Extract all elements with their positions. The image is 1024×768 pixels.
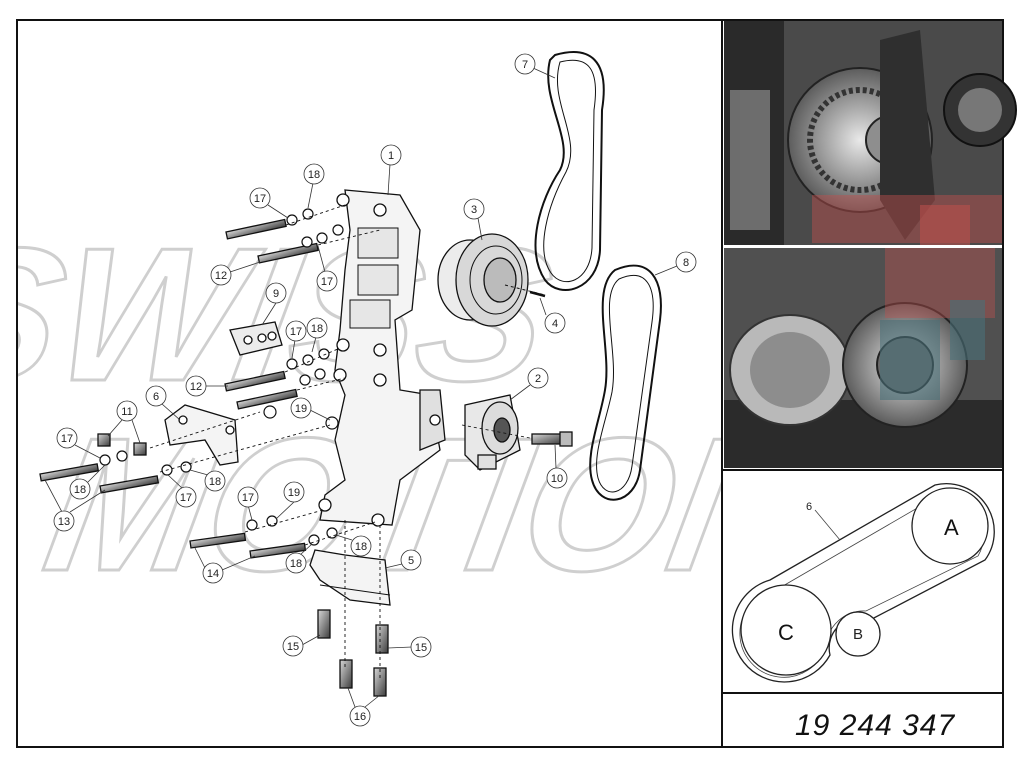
callout-18e: 19 [275,481,305,520]
engine-photo-top [724,21,1017,245]
belt-callout-label: 6 [806,501,812,513]
callout-12a: 12 [210,261,261,286]
svg-text:17: 17 [61,433,73,445]
svg-text:15: 15 [287,641,299,653]
alignment-lines [149,204,381,680]
callout-3: 3 [463,198,485,241]
svg-text:7: 7 [522,59,528,71]
callout-1: 1 [380,144,402,196]
belt-8 [589,264,662,501]
callout-11: 11 [107,400,141,444]
svg-text:2: 2 [535,373,541,385]
svg-text:18: 18 [74,484,86,496]
svg-text:18: 18 [290,558,302,570]
belt-outline [731,483,995,683]
bolts [39,218,389,697]
callout-10: 10 [546,444,568,489]
svg-text:11: 11 [121,406,132,418]
callout-18f: 18 [335,534,372,557]
callout-5: 5 [384,549,422,571]
callout-17a: 17 [249,187,289,219]
callout-9: 9 [261,282,287,326]
callout-4: 4 [539,297,566,334]
svg-text:18: 18 [308,169,320,181]
svg-text:17: 17 [321,276,333,288]
pulley-c-label: C [778,620,794,645]
callout-17c: 17 [285,320,307,359]
callout-18a: 18 [303,163,325,209]
svg-text:16: 16 [354,711,366,723]
pulley-c [740,584,832,676]
callout-17e: 17 [167,474,197,508]
callout-14: 14 [194,547,256,584]
callout-15a: 15 [282,634,321,657]
svg-text:17: 17 [290,326,302,338]
callout-2: 2 [509,367,549,401]
callout-19: 19 [290,397,331,421]
belt-7-inner [543,59,596,283]
callout-15b: 15 [387,636,432,658]
svg-text:10: 10 [551,473,563,485]
svg-text:12: 12 [215,270,227,282]
bracket-9 [229,321,283,356]
pulley-b [835,611,881,657]
callout-12b: 12 [185,375,228,397]
svg-text:18: 18 [311,323,323,335]
callout-17f: 17 [237,486,259,521]
svg-text:13: 13 [58,516,70,528]
svg-text:17: 17 [242,492,254,504]
callout-6: 6 [145,385,181,421]
svg-text:12: 12 [190,381,202,393]
callout-17b: 17 [316,245,338,292]
bracket-5 [309,549,391,606]
svg-text:3: 3 [471,204,477,216]
pulley-b-label: B [853,626,863,643]
pulley-a [911,487,989,565]
callout-18c: 18 [69,464,106,500]
svg-text:8: 8 [683,257,689,269]
svg-text:15: 15 [415,642,427,654]
svg-text:4: 4 [552,318,558,330]
bracket-1 [319,189,441,526]
svg-text:9: 9 [273,288,279,300]
callout-17g: 18 [285,543,313,574]
callout-17d: 17 [56,427,101,459]
belt-routing-diagram: A B C 6 [731,483,995,683]
key-4 [529,290,546,298]
callout-7: 7 [514,53,556,79]
bolt-10 [531,433,563,445]
svg-text:18: 18 [209,476,221,488]
engine-photo-bottom [724,248,1002,468]
belt-8-inner [596,274,654,493]
svg-text:18: 18 [355,541,367,553]
callout-13: 13 [44,479,106,532]
callouts: 1 2 3 4 5 6 7 8 9 10 11 12 12 13 14 15 1… [44,53,697,727]
exploded-view [39,51,662,697]
svg-text:19: 19 [295,403,307,415]
callout-8: 8 [654,251,697,276]
callout-16: 16 [347,687,381,727]
svg-text:17: 17 [180,492,192,504]
svg-text:6: 6 [153,391,159,403]
svg-text:1: 1 [388,150,394,162]
belt-7 [534,51,605,291]
svg-text:14: 14 [207,568,219,580]
svg-text:17: 17 [254,193,266,205]
callout-18d: 18 [189,469,226,492]
svg-text:19: 19 [288,487,300,499]
callout-18b: 18 [306,317,328,353]
pulley-a-label: A [944,515,959,540]
svg-text:5: 5 [408,555,414,567]
part-number: 19 244 347 [795,709,955,742]
